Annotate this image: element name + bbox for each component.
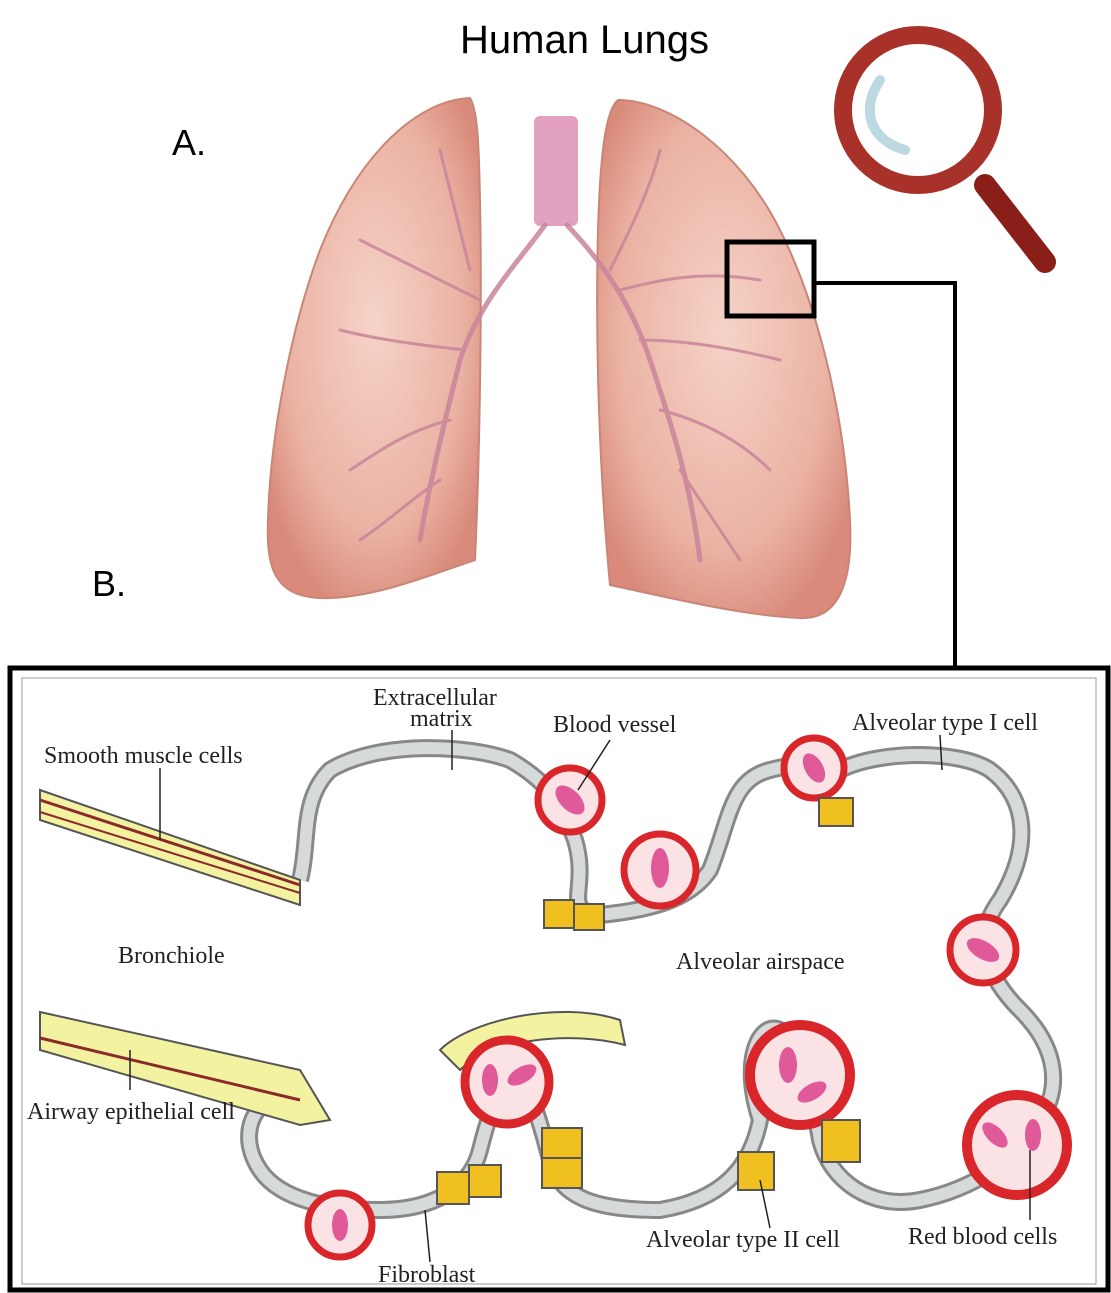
label-blood-vessel: Blood vessel (553, 712, 677, 738)
label-red-blood-cells: Red blood cells (908, 1224, 1057, 1250)
label-alveolar-type-1-cell: Alveolar type I cell (852, 710, 1038, 736)
label-alveolar-airspace: Alveolar airspace (676, 949, 845, 975)
blood-vessel (950, 917, 1016, 983)
blood-vessel (308, 1193, 372, 1257)
label-airway-epithelial-cell: Airway epithelial cell (27, 1099, 235, 1125)
label-extracellular-matrix-line2: matrix (410, 706, 473, 732)
blood-vessel (967, 1095, 1067, 1195)
left-lung (597, 100, 850, 618)
label-bronchiole: Bronchiole (118, 943, 225, 969)
label-smooth-muscle-cells: Smooth muscle cells (44, 743, 243, 769)
lungs-illustration (268, 98, 851, 618)
trachea (534, 116, 578, 226)
blood-vessel (465, 1040, 549, 1124)
magnifying-glass-icon (843, 35, 1045, 262)
blood-vessel (750, 1025, 850, 1125)
label-fibroblast: Fibroblast (378, 1262, 476, 1288)
label-alveolar-type-2-cell: Alveolar type II cell (646, 1227, 840, 1253)
blood-vessel (624, 834, 696, 906)
blood-vessel (784, 738, 844, 798)
blood-vessel (538, 768, 602, 832)
